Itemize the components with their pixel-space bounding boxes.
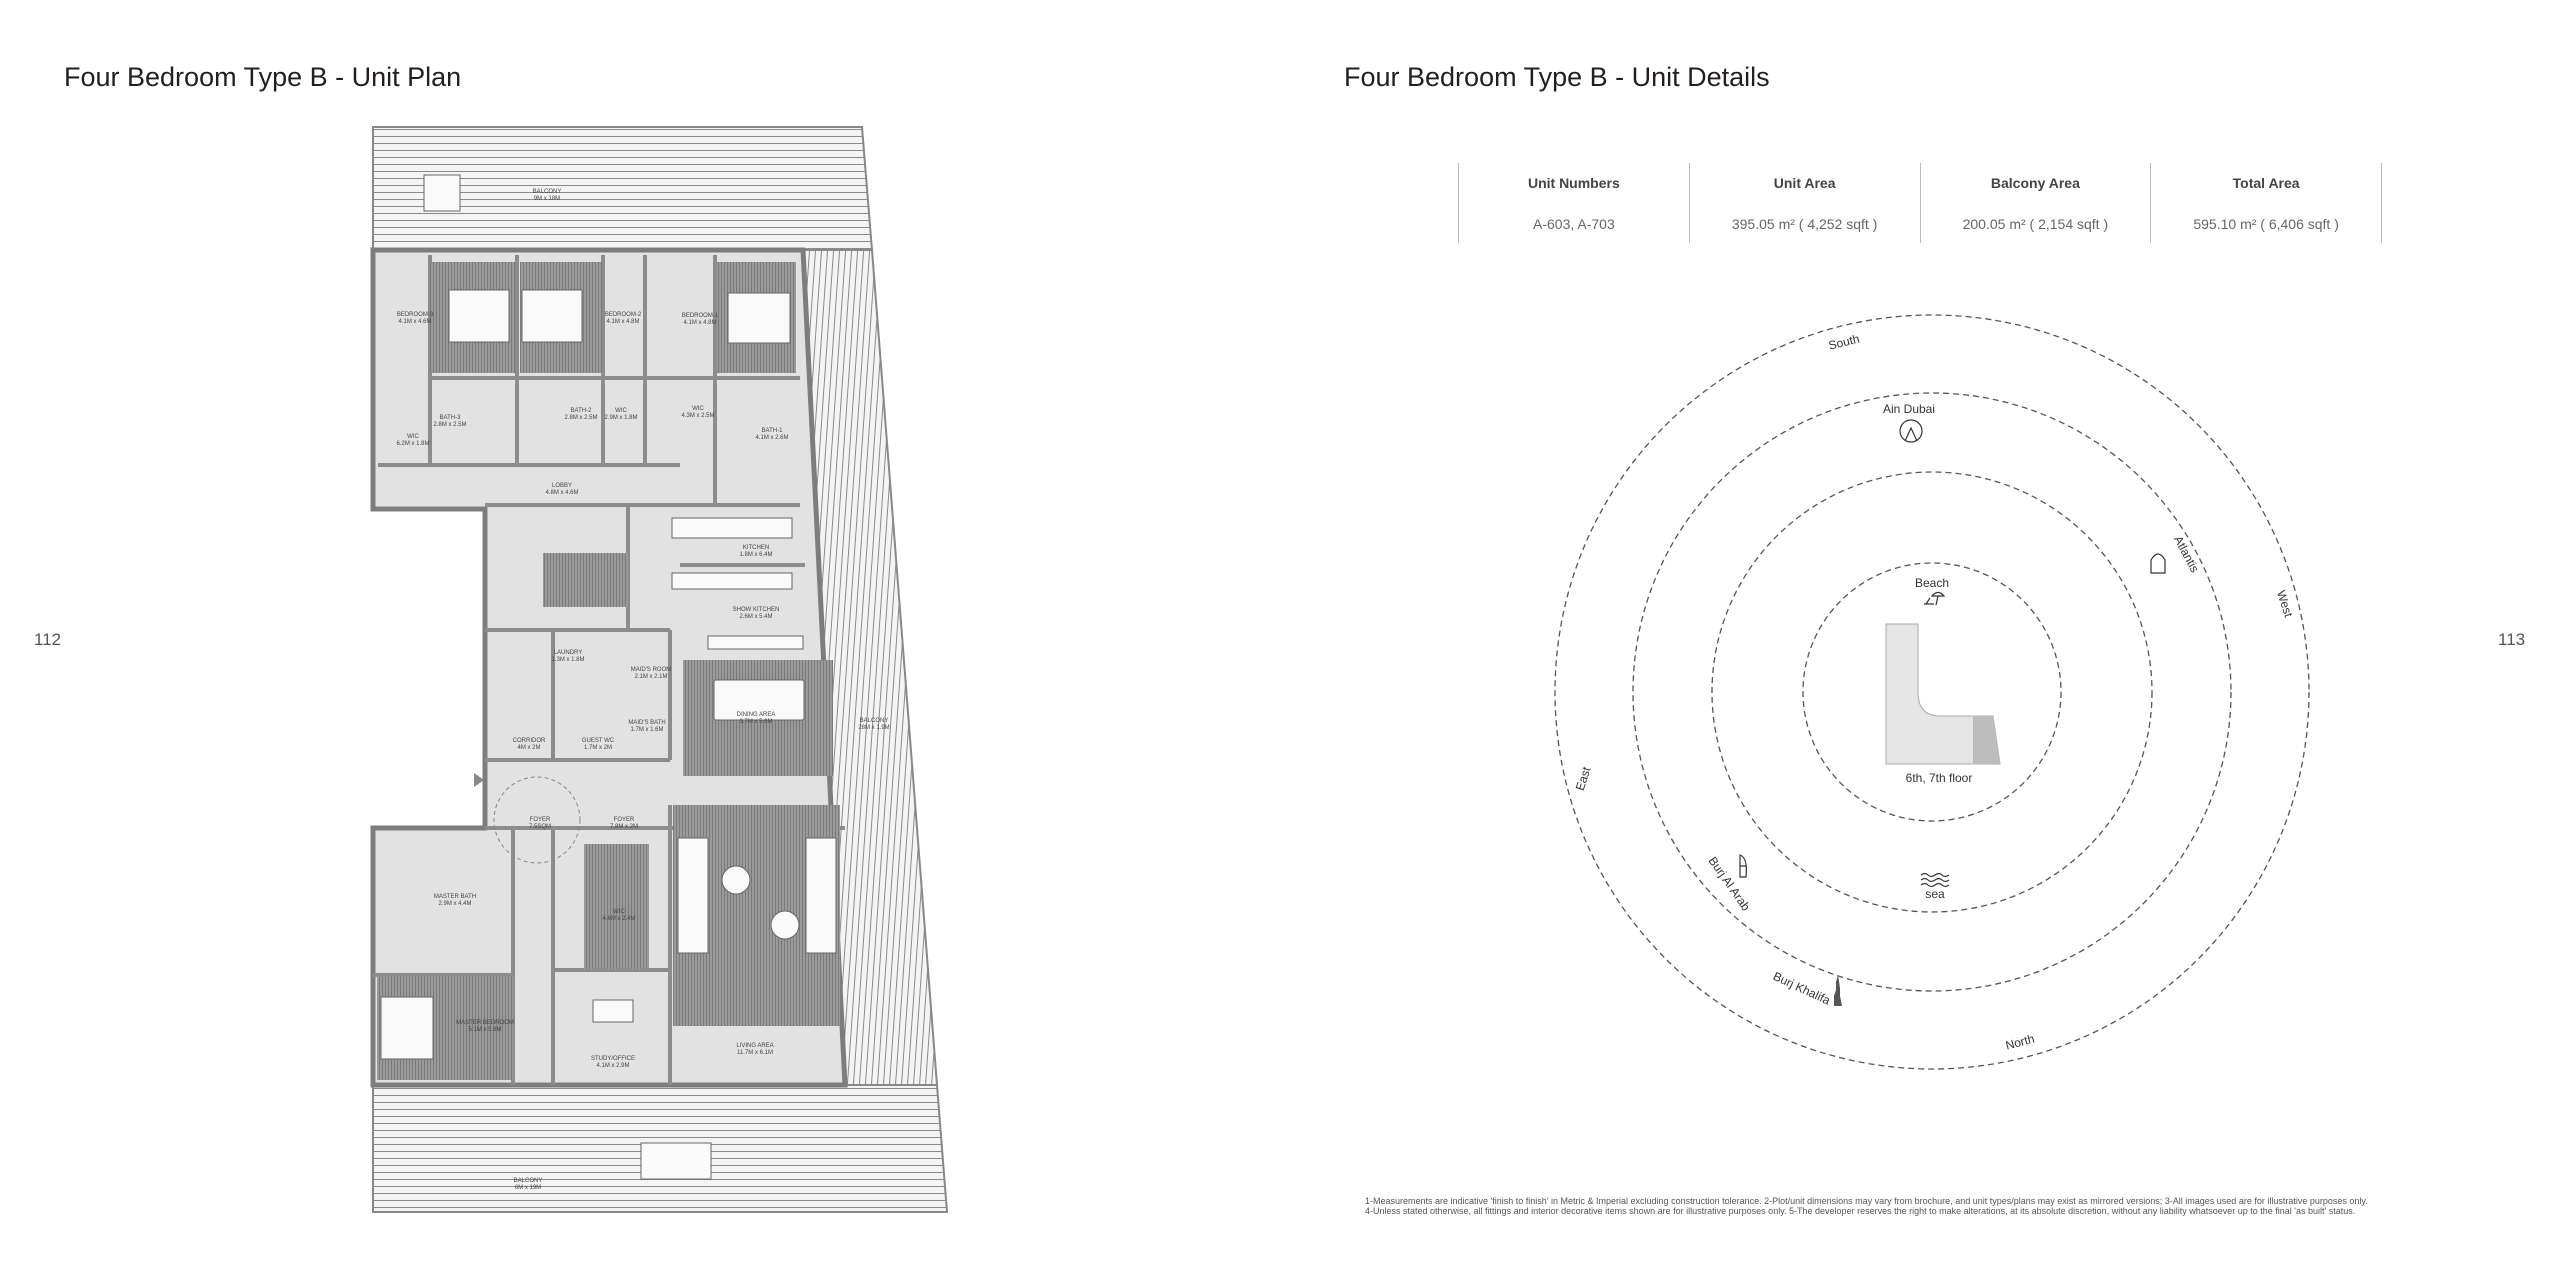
ring-3 bbox=[1711, 471, 2153, 913]
rug-wic bbox=[584, 844, 649, 969]
label-north: North bbox=[2004, 1032, 2036, 1053]
label-south: South bbox=[1827, 332, 1861, 353]
coffee-table bbox=[721, 865, 751, 895]
ain-dubai-icon bbox=[1899, 419, 1923, 443]
bed bbox=[380, 996, 434, 1060]
ring-2 bbox=[1632, 392, 2232, 992]
footnote-line-1: 1-Measurements are indicative 'finish to… bbox=[1365, 1196, 2368, 1206]
ring-outer bbox=[1554, 314, 2310, 1070]
beach-icon bbox=[1924, 591, 1946, 606]
bed bbox=[448, 289, 510, 343]
col-value: 395.05 m² ( 4,252 sqft ) bbox=[1731, 216, 1878, 232]
kitchen-island bbox=[671, 572, 793, 590]
col-balcony-area: Balcony Area 200.05 m² ( 2,154 sqft ) bbox=[1921, 163, 2152, 243]
desk bbox=[592, 999, 634, 1023]
col-value: 200.05 m² ( 2,154 sqft ) bbox=[1962, 216, 2109, 232]
footnote-line-2: 4-Unless stated otherwise, all fittings … bbox=[1365, 1206, 2356, 1216]
foyer-rotunda bbox=[493, 776, 581, 864]
outdoor-table bbox=[423, 174, 461, 212]
col-header: Balcony Area bbox=[1990, 175, 2080, 191]
label-west: West bbox=[2274, 589, 2296, 620]
ring-inner bbox=[1802, 562, 2062, 822]
page-number-left: 112 bbox=[34, 630, 62, 649]
atlantis-icon bbox=[2150, 553, 2166, 574]
building-footprint bbox=[1885, 623, 2001, 765]
details-title: Four Bedroom Type B - Unit Details bbox=[1344, 62, 1770, 92]
sea-icon bbox=[1920, 872, 1950, 888]
rug-closet bbox=[543, 553, 628, 607]
page-number-right: 113 bbox=[2498, 630, 2526, 649]
col-unit-area: Unit Area 395.05 m² ( 4,252 sqft ) bbox=[1690, 163, 1921, 243]
burj-al-arab-icon bbox=[1739, 854, 1747, 878]
plan-title: Four Bedroom Type B - Unit Plan bbox=[64, 62, 462, 92]
col-header: Total Area bbox=[2232, 175, 2300, 191]
dining-table bbox=[713, 679, 805, 721]
col-header: Unit Numbers bbox=[1527, 175, 1620, 191]
label-east: East bbox=[1573, 765, 1594, 793]
furniture bbox=[380, 174, 837, 1180]
label-burj-khalifa: Burj Khalifa bbox=[1771, 969, 1833, 1008]
kitchen-island bbox=[707, 635, 804, 650]
label-floor: 6th, 7th floor bbox=[1906, 771, 1973, 785]
col-header: Unit Area bbox=[1773, 175, 1836, 191]
kitchen-counter bbox=[671, 517, 793, 539]
outdoor-table bbox=[640, 1142, 712, 1180]
label-beach: Beach bbox=[1915, 576, 1949, 590]
location-compass: South Ain Dubai Atlantis West Beach 6th,… bbox=[1554, 314, 2310, 1070]
col-total-area: Total Area 595.10 m² ( 6,406 sqft ) bbox=[2151, 163, 2382, 243]
col-value: A-603, A-703 bbox=[1533, 216, 1615, 232]
bed bbox=[521, 289, 583, 343]
sofa bbox=[805, 837, 837, 954]
bed bbox=[727, 292, 791, 344]
sofa bbox=[677, 837, 709, 954]
col-value: 595.10 m² ( 6,406 sqft ) bbox=[2193, 216, 2339, 232]
disclaimer-footnote: 1-Measurements are indicative 'finish to… bbox=[1365, 1196, 2368, 1216]
building-balcony bbox=[1973, 716, 2000, 764]
label-sea: sea bbox=[1925, 887, 1945, 901]
entry-arrow bbox=[474, 773, 484, 787]
label-ain-dubai: Ain Dubai bbox=[1883, 402, 1935, 416]
coffee-table bbox=[770, 910, 800, 940]
burj-khalifa-icon bbox=[1834, 975, 1842, 1006]
